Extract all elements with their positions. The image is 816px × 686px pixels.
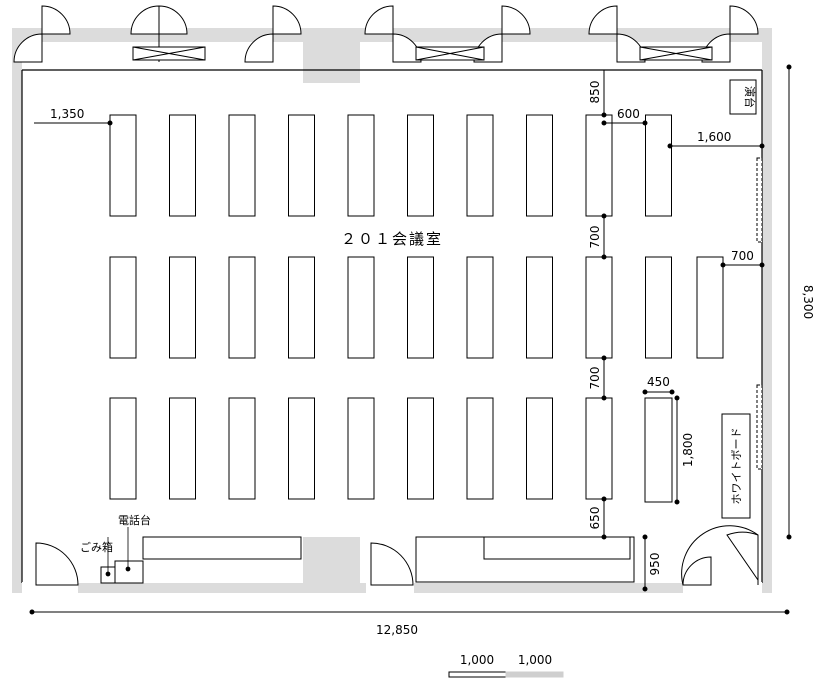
dim-row-gap-1: 700 — [588, 226, 602, 249]
conference-table — [526, 114, 553, 217]
conference-table — [466, 256, 494, 359]
conference-table — [288, 114, 315, 217]
south-doors — [35, 525, 759, 586]
conference-table — [109, 114, 137, 217]
dim-table-width: 450 — [647, 375, 670, 389]
conference-table — [645, 114, 672, 217]
conference-table — [585, 114, 613, 217]
conference-table — [169, 397, 196, 500]
conference-table — [645, 256, 672, 359]
wall-lines — [21, 69, 763, 583]
conference-table — [526, 397, 553, 500]
podium: 演台 — [729, 79, 757, 115]
north-wall — [12, 28, 772, 42]
scale-left-label: 1,000 — [460, 653, 494, 667]
conference-table — [407, 397, 434, 500]
dim-total-height: 8,300 — [801, 285, 815, 319]
north-pillar — [303, 28, 360, 83]
west-wall — [12, 28, 22, 593]
south-pillar — [303, 537, 360, 593]
dim-table-length: 1,800 — [681, 433, 695, 467]
conference-table — [585, 397, 613, 500]
podium-label: 演台 — [743, 86, 757, 108]
dim-row-gap-2: 700 — [588, 367, 602, 390]
dim-bottom-gap: 650 — [588, 507, 602, 530]
conference-table — [228, 256, 256, 359]
room-title: ２０１会議室 — [341, 230, 443, 248]
trash-box-label: ごみ箱 — [80, 540, 113, 554]
whiteboard: ホワイトボード — [721, 157, 763, 519]
conference-table — [169, 114, 196, 217]
conference-table — [228, 114, 256, 217]
conference-table — [347, 114, 375, 217]
south-counters — [142, 536, 635, 583]
conference-table — [696, 256, 724, 359]
conference-table — [466, 397, 494, 500]
conference-table — [407, 256, 434, 359]
dimension-lines — [29, 64, 792, 615]
hvac-units — [132, 46, 713, 61]
dim-left-offset: 1,350 — [50, 107, 84, 121]
scale-bar: 1,000 1,000 — [448, 653, 564, 678]
conference-table — [109, 256, 137, 359]
conference-table — [466, 114, 494, 217]
conference-table — [288, 397, 315, 500]
dim-side-offset: 700 — [731, 249, 754, 263]
north-windows — [13, 5, 759, 63]
conference-table — [347, 397, 375, 500]
conference-table — [109, 397, 137, 500]
dim-right-offset: 1,600 — [697, 130, 731, 144]
conference-table — [288, 256, 315, 359]
conference-table — [169, 256, 196, 359]
dim-top-gap: 850 — [588, 81, 602, 104]
whiteboard-label: ホワイトボード — [730, 428, 743, 505]
conference-table — [228, 397, 256, 500]
east-wall — [762, 28, 772, 593]
dim-total-width: 12,850 — [376, 623, 418, 637]
conference-table — [347, 256, 375, 359]
phone-stand-label: 電話台 — [118, 513, 151, 527]
table-grid — [109, 114, 724, 500]
conference-table — [407, 114, 434, 217]
dim-counter-depth: 950 — [648, 553, 662, 576]
scale-right-label: 1,000 — [518, 653, 552, 667]
conference-table — [585, 256, 613, 359]
conference-table — [526, 256, 553, 359]
dim-table-gap-h: 600 — [617, 107, 640, 121]
extra-table — [644, 397, 673, 503]
